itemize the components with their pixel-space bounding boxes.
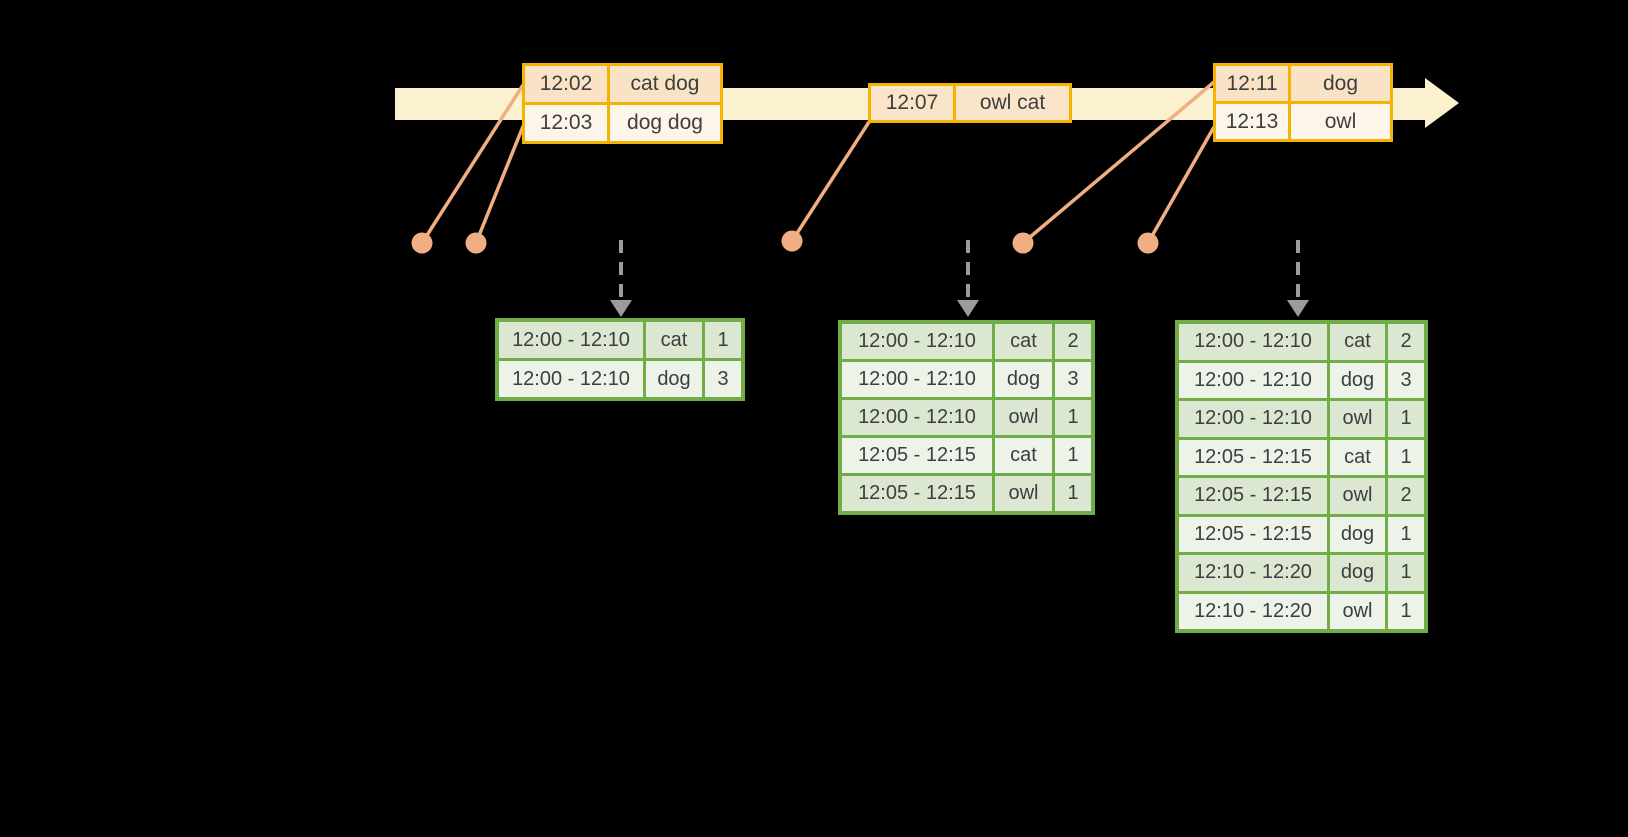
connector-line-5 bbox=[1146, 126, 1216, 244]
word-cell: dog bbox=[1330, 555, 1385, 591]
window-cell: 12:05 - 12:15 bbox=[1179, 516, 1327, 552]
window-cell: 12:05 - 12:15 bbox=[1179, 478, 1327, 514]
word-cell: dog bbox=[995, 362, 1052, 397]
event-dot-icon bbox=[781, 230, 803, 252]
event-words-cell: dog bbox=[1291, 66, 1390, 101]
event-dot-icon bbox=[411, 232, 433, 254]
word-cell: owl bbox=[995, 400, 1052, 435]
count-cell: 1 bbox=[1388, 439, 1424, 475]
event-words-cell: dog dog bbox=[610, 105, 720, 141]
event-words-cell: owl cat bbox=[956, 86, 1069, 120]
event-time-cell: 12:07 bbox=[871, 86, 953, 120]
word-cell: cat bbox=[995, 324, 1052, 359]
count-cell: 2 bbox=[1388, 324, 1424, 360]
trigger-arrow-icon bbox=[957, 240, 979, 317]
window-cell: 12:05 - 12:15 bbox=[842, 476, 992, 511]
count-cell: 1 bbox=[1388, 593, 1424, 629]
window-cell: 12:00 - 12:10 bbox=[1179, 401, 1327, 437]
window-cell: 12:00 - 12:10 bbox=[842, 362, 992, 397]
event-time-cell: 12:02 bbox=[525, 66, 607, 102]
event-words-cell: cat dog bbox=[610, 66, 720, 102]
window-cell: 12:00 - 12:10 bbox=[1179, 362, 1327, 398]
window-cell: 12:10 - 12:20 bbox=[1179, 555, 1327, 591]
event-dot-icon bbox=[465, 232, 487, 254]
count-cell: 1 bbox=[1388, 516, 1424, 552]
connector-line-3 bbox=[790, 121, 871, 242]
count-cell: 3 bbox=[1055, 362, 1091, 397]
window-cell: 12:05 - 12:15 bbox=[842, 438, 992, 473]
window-cell: 12:00 - 12:10 bbox=[499, 361, 643, 397]
word-cell: owl bbox=[1330, 593, 1385, 629]
count-cell: 3 bbox=[1388, 362, 1424, 398]
word-cell: dog bbox=[1330, 516, 1385, 552]
count-cell: 2 bbox=[1055, 324, 1091, 359]
window-cell: 12:00 - 12:10 bbox=[842, 400, 992, 435]
count-cell: 1 bbox=[1055, 476, 1091, 511]
connector-line-2 bbox=[474, 123, 526, 244]
window-cell: 12:05 - 12:15 bbox=[1179, 439, 1327, 475]
trigger-arrow-icon bbox=[1287, 240, 1309, 317]
word-cell: cat bbox=[1330, 439, 1385, 475]
count-cell: 1 bbox=[1055, 400, 1091, 435]
window-cell: 12:10 - 12:20 bbox=[1179, 593, 1327, 629]
count-cell: 1 bbox=[1388, 555, 1424, 591]
count-cell: 2 bbox=[1388, 478, 1424, 514]
word-cell: cat bbox=[646, 322, 702, 358]
event-time-cell: 12:13 bbox=[1216, 104, 1288, 139]
count-cell: 3 bbox=[705, 361, 741, 397]
event-dot-icon bbox=[1137, 232, 1159, 254]
axis-arrowhead-icon bbox=[1425, 78, 1459, 128]
count-cell: 1 bbox=[1055, 438, 1091, 473]
word-cell: cat bbox=[1330, 324, 1385, 360]
event-time-cell: 12:11 bbox=[1216, 66, 1288, 101]
word-cell: dog bbox=[1330, 362, 1385, 398]
event-dot-icon bbox=[1012, 232, 1034, 254]
window-cell: 12:00 - 12:10 bbox=[842, 324, 992, 359]
count-cell: 1 bbox=[1388, 401, 1424, 437]
word-cell: owl bbox=[1330, 401, 1385, 437]
word-cell: cat bbox=[995, 438, 1052, 473]
word-cell: owl bbox=[1330, 478, 1385, 514]
count-cell: 1 bbox=[705, 322, 741, 358]
word-cell: owl bbox=[995, 476, 1052, 511]
trigger-arrow-icon bbox=[610, 240, 632, 317]
window-cell: 12:00 - 12:10 bbox=[1179, 324, 1327, 360]
event-time-cell: 12:03 bbox=[525, 105, 607, 141]
event-words-cell: owl bbox=[1291, 104, 1390, 139]
word-cell: dog bbox=[646, 361, 702, 397]
window-cell: 12:00 - 12:10 bbox=[499, 322, 643, 358]
